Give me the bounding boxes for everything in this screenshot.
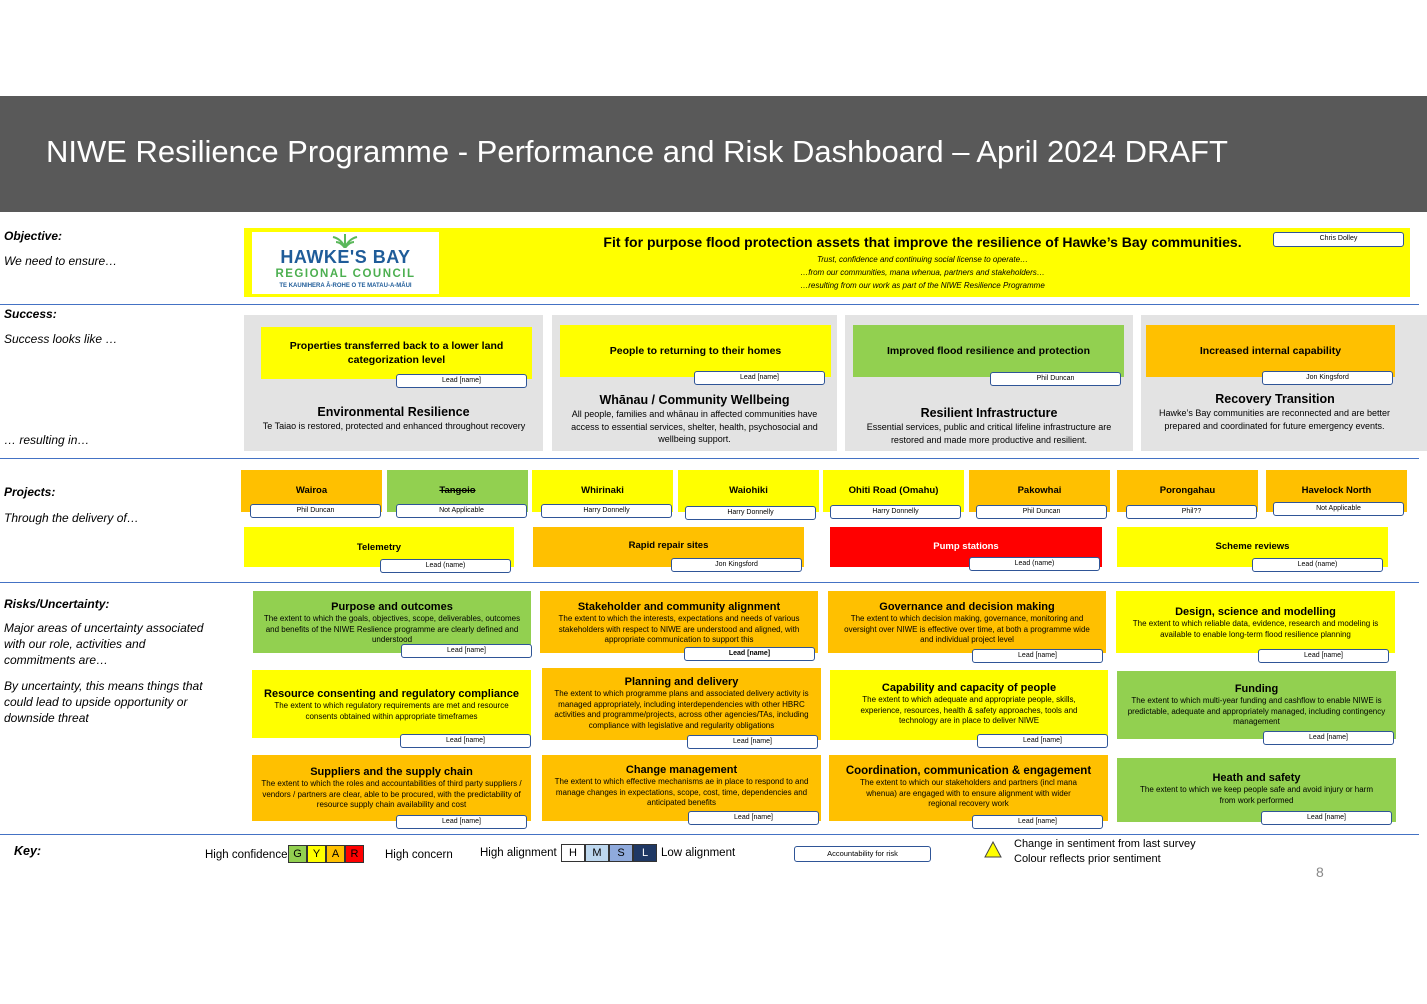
objective-line-1: Trust, confidence and continuing social … xyxy=(816,255,1029,264)
success-outcome: People to returning to their homes xyxy=(560,325,831,377)
divider xyxy=(0,304,1419,305)
divider xyxy=(0,458,1419,459)
objective-line-2: …from our communities, mana whenua, part… xyxy=(800,268,1045,277)
objective-owner: Chris Dolley xyxy=(1273,232,1404,247)
divider xyxy=(0,582,1419,583)
objective-headline: Fit for purpose flood protection assets … xyxy=(603,234,1242,250)
key-change-sentiment: Change in sentiment from last survey xyxy=(1014,838,1196,850)
success-heading: Whānau / Community Wellbeing xyxy=(599,393,790,407)
key-hmsl: H M S L xyxy=(561,844,657,862)
lead-pill: Lead (name) xyxy=(380,559,511,573)
key-high-concern: High concern xyxy=(385,849,453,861)
logo-main: HAWKE'S BAY xyxy=(280,247,411,267)
lead-pill: Phil Duncan xyxy=(976,505,1107,519)
risk-capability-capacity: Capability and capacity of people The ex… xyxy=(830,670,1108,740)
lead-pill: Lead [name] xyxy=(694,371,825,385)
page-title: NIWE Resilience Programme - Performance … xyxy=(46,134,1228,169)
risk-resource-consenting: Resource consenting and regulatory compl… xyxy=(252,670,531,738)
risk-suppliers-supply-chain: Suppliers and the supply chain The exten… xyxy=(252,755,531,821)
risk-stakeholder-alignment: Stakeholder and community alignment The … xyxy=(540,591,818,653)
lead-pill: Harry Donnelly xyxy=(541,504,672,518)
projects-sub: Through the delivery of… xyxy=(4,511,139,525)
key-a: A xyxy=(326,845,345,863)
risk-funding: Funding The extent to which multi-year f… xyxy=(1117,671,1396,739)
success-outcome: Properties transferred back to a lower l… xyxy=(261,327,532,379)
lead-pill: Lead [name] xyxy=(688,811,819,825)
key-y: Y xyxy=(307,845,326,863)
risk-purpose-outcomes: Purpose and outcomes The extent to which… xyxy=(253,591,531,653)
key-m: M xyxy=(585,844,609,862)
risk-design-science: Design, science and modelling The extent… xyxy=(1116,591,1395,653)
objective-line-3: …resulting from our work as part of the … xyxy=(800,281,1045,290)
lead-pill: Lead [name] xyxy=(401,644,532,658)
key-prior-sentiment: Colour reflects prior sentiment xyxy=(1014,853,1161,865)
key-s: S xyxy=(609,844,633,862)
risks-label: Risks/Uncertainty: xyxy=(4,597,110,611)
leaf-icon xyxy=(332,234,358,249)
risks-sub-1: Major areas of uncertainty associated wi… xyxy=(4,621,204,667)
hbrc-logo: HAWKE'S BAY REGIONAL COUNCIL TE KAUNIHER… xyxy=(252,232,439,294)
lead-pill: Not Applicable xyxy=(1273,502,1404,516)
key-low-alignment: Low alignment xyxy=(661,847,736,859)
objective-sub: We need to ensure… xyxy=(4,254,118,268)
lead-pill: Lead [name] xyxy=(1263,731,1394,745)
key-high-alignment: High alignment xyxy=(480,847,557,859)
success-heading: Environmental Resilience xyxy=(317,405,470,419)
lead-pill: Lead [name] xyxy=(396,815,527,829)
lead-pill: Lead [name] xyxy=(400,734,531,748)
title-banner xyxy=(0,96,1427,212)
lead-pill: Phil?? xyxy=(1126,505,1257,519)
success-desc: Te Taiao is restored, protected and enha… xyxy=(262,421,526,431)
lead-pill: Lead [name] xyxy=(972,649,1103,663)
success-outcome: Improved flood resilience and protection xyxy=(853,325,1124,377)
page-number: 8 xyxy=(1316,864,1324,880)
objective-label: Objective: xyxy=(4,229,63,243)
logo-sub: REGIONAL COUNCIL xyxy=(275,268,416,280)
risk-change-management: Change management The extent to which ef… xyxy=(542,755,821,821)
lead-pill: Lead [name] xyxy=(972,815,1103,829)
lead-pill: Lead [name] xyxy=(977,734,1108,748)
risk-coordination: Coordination, communication & engagement… xyxy=(829,755,1108,821)
lead-pill: Lead [name] xyxy=(687,735,818,749)
warning-triangle-icon xyxy=(984,840,1002,858)
lead-pill: Phil Duncan xyxy=(990,372,1121,386)
lead-pill: Lead [name] xyxy=(396,374,527,388)
lead-pill: Lead (name) xyxy=(1252,558,1383,572)
lead-pill: Harry Donnelly xyxy=(685,506,816,520)
lead-pill: Lead (name) xyxy=(969,557,1100,571)
success-desc: Essential services, public and critical … xyxy=(866,422,1112,445)
logo-tag: TE KAUNIHERA Ā-ROHE O TE MATAU-A-MĀUI xyxy=(279,283,412,289)
success-heading: Resilient Infrastructure xyxy=(920,406,1058,420)
key-r: R xyxy=(345,845,364,863)
key-g: G xyxy=(288,845,307,863)
risks-sub-2: By uncertainty, this means things that c… xyxy=(4,679,203,725)
lead-pill: Jon Kingsford xyxy=(1262,371,1393,385)
lead-pill: Harry Donnelly xyxy=(830,505,961,519)
risk-planning-delivery: Planning and delivery The extent to whic… xyxy=(542,668,821,740)
key-l: L xyxy=(633,844,657,862)
key-gyar: G Y A R xyxy=(288,845,364,863)
project-waiohiki: Waiohiki xyxy=(678,470,819,512)
key-label: Key: xyxy=(14,844,42,858)
success-desc: Hawke’s Bay communities are reconnected … xyxy=(1159,408,1390,431)
key-accountability-pill: Accountability for risk xyxy=(794,846,931,862)
resulting-label: … resulting in… xyxy=(4,433,90,447)
key-high-confidence: High confidence xyxy=(205,849,288,861)
key-h: H xyxy=(561,844,585,862)
success-heading: Recovery Transition xyxy=(1215,392,1335,406)
lead-pill: Phil Duncan xyxy=(250,504,381,518)
success-outcome: Increased internal capability xyxy=(1146,325,1395,377)
success-sub: Success looks like … xyxy=(4,332,118,346)
projects-label: Projects: xyxy=(4,485,56,499)
risk-governance: Governance and decision making The exten… xyxy=(828,591,1106,653)
lead-pill: Lead [name] xyxy=(684,647,815,661)
success-desc: All people, families and whānau in affec… xyxy=(571,409,818,444)
lead-pill: Lead [name] xyxy=(1261,811,1392,825)
divider xyxy=(0,834,1419,835)
lead-pill: Not Applicable xyxy=(396,504,527,518)
lead-pill: Lead [name] xyxy=(1258,649,1389,663)
lead-pill: Jon Kingsford xyxy=(671,558,802,572)
success-label: Success: xyxy=(4,307,57,321)
